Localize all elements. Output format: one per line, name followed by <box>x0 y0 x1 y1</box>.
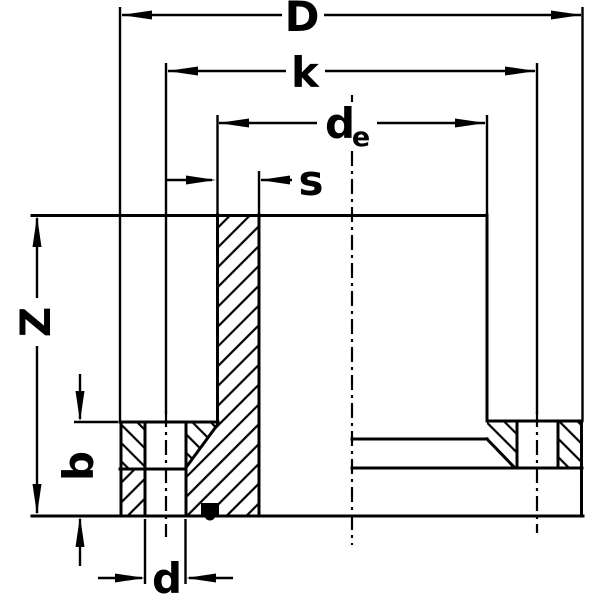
dimension-de: d e <box>218 99 486 153</box>
hatch-collar-left-outer <box>120 469 145 516</box>
dim-s-label: s <box>299 156 324 205</box>
dim-Z-arrow-down <box>32 484 42 515</box>
dim-d-arrow-left <box>115 573 145 583</box>
dim-b-label: b <box>54 451 103 481</box>
dimension-D: D <box>121 0 582 41</box>
dim-b-arrow-up <box>75 516 85 547</box>
dimension-Z: Z <box>11 216 60 515</box>
section-hatching <box>120 215 582 516</box>
dim-D-labelbox <box>282 0 324 36</box>
dim-Z-label: Z <box>11 307 60 337</box>
hatch-pipe-wall-and-cone <box>187 215 259 515</box>
dim-D-arrow-left <box>121 10 152 20</box>
dim-k-labelbox <box>286 51 325 91</box>
dim-de-label-subscript: e <box>352 122 370 153</box>
dim-d-label: d <box>152 554 182 600</box>
dim-d-arrow-right <box>186 573 216 583</box>
dim-de-label-base: d <box>325 99 355 148</box>
dimension-d: d <box>98 554 233 600</box>
dimension-k: k <box>167 48 536 97</box>
chamfer-right <box>484 436 517 470</box>
seal-marker-bump <box>204 509 216 521</box>
dim-s-arrow-right <box>260 175 290 185</box>
dim-de-labelbox <box>317 102 377 148</box>
hatch-backing-ring-right-inner <box>487 421 517 467</box>
hatch-backing-ring-left-outer <box>120 422 145 469</box>
dim-Z-labelbox <box>16 298 56 346</box>
dim-de-arrow-left <box>218 118 249 128</box>
dim-k-arrow-left <box>167 66 198 76</box>
cone-transition-left <box>183 421 221 470</box>
dimension-b: b <box>54 374 103 566</box>
dim-de-arrow-right <box>455 118 486 128</box>
extension-lines <box>74 7 584 584</box>
dim-D-label: D <box>285 0 320 41</box>
dim-k-label: k <box>291 48 320 97</box>
dim-Z-arrow-up <box>32 216 42 247</box>
part-outline <box>30 213 585 521</box>
hatch-backing-ring-right-outer <box>558 421 582 467</box>
dim-b-arrow-down <box>75 391 85 422</box>
dim-k-arrow-right <box>505 66 536 76</box>
dimension-s: s <box>167 156 324 205</box>
dim-s-arrow-left <box>186 175 216 185</box>
dim-D-arrow-right <box>551 10 582 20</box>
